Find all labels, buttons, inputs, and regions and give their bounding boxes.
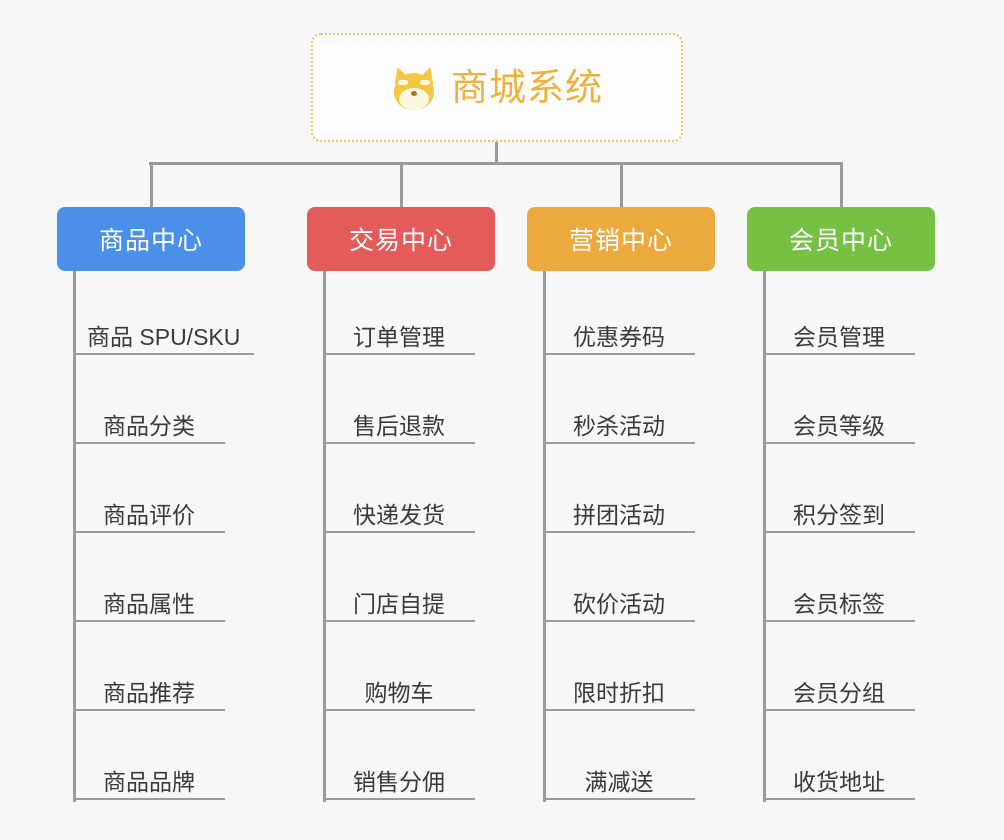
leaf-item[interactable]: 商品 SPU/SKU xyxy=(73,309,255,355)
connector-branch-4 xyxy=(840,162,843,207)
connector-horizontal-bus xyxy=(149,162,840,165)
connector-branch-3 xyxy=(620,162,623,207)
category-header-1[interactable]: 商品中心 xyxy=(57,207,245,271)
leaf-item-label: 收货地址 xyxy=(793,768,885,795)
leaf-item-label: 会员分组 xyxy=(793,679,885,706)
leaf-item-label: 售后退款 xyxy=(353,412,445,439)
leaf-item[interactable]: 销售分佣 xyxy=(323,754,475,800)
leaf-item-label: 订单管理 xyxy=(353,323,445,350)
leaf-item[interactable]: 售后退款 xyxy=(323,398,475,444)
leaf-item[interactable]: 砍价活动 xyxy=(543,576,695,622)
leaf-item-label: 销售分佣 xyxy=(353,768,445,795)
leaf-item[interactable]: 会员分组 xyxy=(763,665,915,711)
category-header-label: 交易中心 xyxy=(348,227,453,255)
leaf-item-label: 优惠券码 xyxy=(573,323,665,350)
category-header-label: 营销中心 xyxy=(568,227,673,255)
leaf-item-label: 快递发货 xyxy=(353,501,445,528)
leaf-item[interactable]: 会员管理 xyxy=(763,309,915,355)
leaf-item[interactable]: 商品分类 xyxy=(73,398,225,444)
leaf-item-label: 商品评价 xyxy=(103,501,195,528)
leaf-item[interactable]: 商品推荐 xyxy=(73,665,225,711)
leaf-item[interactable]: 秒杀活动 xyxy=(543,398,695,444)
root-title: 商城系统 xyxy=(451,67,603,108)
leaf-item[interactable]: 会员等级 xyxy=(763,398,915,444)
leaf-item[interactable]: 积分签到 xyxy=(763,487,915,533)
leaf-item-label: 商品 SPU/SKU xyxy=(87,323,241,350)
category-header-2[interactable]: 交易中心 xyxy=(307,207,495,271)
category-header-4[interactable]: 会员中心 xyxy=(747,207,935,271)
column-trunk-1 xyxy=(73,271,76,802)
leaf-item[interactable]: 商品属性 xyxy=(73,576,225,622)
leaf-item-label: 拼团活动 xyxy=(573,501,665,528)
leaf-item[interactable]: 限时折扣 xyxy=(543,665,695,711)
leaf-item-label: 商品分类 xyxy=(103,412,195,439)
leaf-item[interactable]: 收货地址 xyxy=(763,754,915,800)
leaf-item-label: 满减送 xyxy=(584,768,654,795)
leaf-item-label: 会员管理 xyxy=(793,323,885,350)
column-trunk-2 xyxy=(323,271,326,802)
leaf-item[interactable]: 会员标签 xyxy=(763,576,915,622)
leaf-item-label: 会员标签 xyxy=(793,590,885,617)
leaf-item[interactable]: 商品品牌 xyxy=(73,754,225,800)
root-node[interactable]: 商城系统 xyxy=(311,33,683,142)
leaf-item[interactable]: 门店自提 xyxy=(323,576,475,622)
leaf-item[interactable]: 快递发货 xyxy=(323,487,475,533)
dog-face-icon xyxy=(390,64,438,111)
leaf-item[interactable]: 购物车 xyxy=(323,665,475,711)
leaf-item[interactable]: 优惠券码 xyxy=(543,309,695,355)
leaf-item-label: 砍价活动 xyxy=(573,590,665,617)
leaf-item[interactable]: 拼团活动 xyxy=(543,487,695,533)
leaf-item-label: 购物车 xyxy=(364,679,434,706)
leaf-item-label: 商品品牌 xyxy=(103,768,195,795)
column-trunk-4 xyxy=(763,271,766,802)
category-header-3[interactable]: 营销中心 xyxy=(527,207,715,271)
leaf-item-label: 商品推荐 xyxy=(103,679,195,706)
leaf-item-label: 秒杀活动 xyxy=(573,412,665,439)
leaf-item[interactable]: 商品评价 xyxy=(73,487,225,533)
leaf-item[interactable]: 满减送 xyxy=(543,754,695,800)
leaf-item[interactable]: 订单管理 xyxy=(323,309,475,355)
leaf-item-label: 限时折扣 xyxy=(573,679,665,706)
category-header-label: 商品中心 xyxy=(98,227,203,255)
leaf-item-label: 门店自提 xyxy=(353,590,445,617)
category-header-label: 会员中心 xyxy=(788,227,893,255)
connector-branch-1 xyxy=(150,162,153,207)
connector-branch-2 xyxy=(400,162,403,207)
connector-root-stem xyxy=(495,142,498,165)
leaf-item-label: 积分签到 xyxy=(793,501,885,528)
leaf-item-label: 商品属性 xyxy=(103,590,195,617)
column-trunk-3 xyxy=(543,271,546,802)
leaf-item-label: 会员等级 xyxy=(793,412,885,439)
